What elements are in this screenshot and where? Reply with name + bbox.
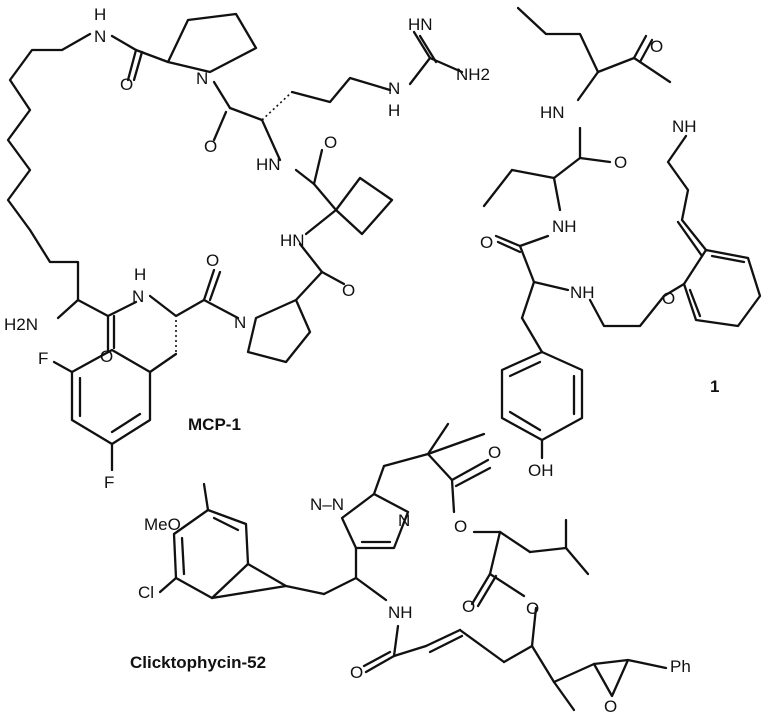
atom-label: NH [672, 117, 697, 136]
atom-label: HN [408, 15, 433, 34]
atom-label: O [454, 517, 467, 536]
atom-label: O [614, 153, 627, 172]
atom-label: OH [528, 461, 554, 480]
atom-label: O [480, 233, 493, 252]
atom-label: N [234, 313, 246, 332]
atom-label: NH [570, 283, 595, 302]
atom-label: HN [256, 155, 281, 174]
atom-label: O [350, 663, 363, 682]
atom-label: O [206, 251, 219, 270]
atom-label: O [488, 443, 501, 462]
atom-label: O [526, 599, 539, 618]
atom-label: N [196, 69, 208, 88]
atom-label: N [398, 511, 410, 530]
atom-label: O [204, 137, 217, 156]
compound-label-mcp1: MCP-1 [188, 415, 241, 434]
atom-label: O [100, 347, 113, 366]
atom-label: N [132, 287, 144, 306]
atom-label: F [104, 473, 114, 492]
atom-label: O [604, 697, 617, 716]
atom-label: N–N [310, 495, 344, 514]
atom-label: Ph [670, 657, 691, 676]
atom-label: HN [540, 103, 565, 122]
atom-label: NH2 [456, 65, 490, 84]
atom-label: F [38, 349, 48, 368]
cpd1-structure [482, 6, 762, 460]
atom-label: H [134, 265, 146, 284]
atom-label: NH [388, 603, 413, 622]
atom-label: N [94, 27, 106, 46]
atom-label: Cl [138, 583, 154, 602]
atom-label: O [650, 37, 663, 56]
atom-label: N [388, 79, 400, 98]
clicktophycin-structure [158, 422, 668, 712]
atom-label: MeO [144, 515, 181, 534]
atom-label: HN [280, 231, 305, 250]
atom-label: O [342, 281, 355, 300]
mcp1-structure [6, 12, 464, 472]
compound-label-1: 1 [710, 377, 719, 396]
atom-label: O [120, 75, 133, 94]
atom-label: NH [552, 217, 577, 236]
atom-label: H2N [4, 315, 38, 334]
atom-label: H [388, 101, 400, 120]
compound-label-clicktophycin: Clicktophycin-52 [130, 653, 266, 672]
atom-label: O [324, 133, 337, 152]
atom-label: O [462, 597, 475, 616]
atom-label: O [662, 289, 675, 308]
atom-label: H [94, 5, 106, 24]
